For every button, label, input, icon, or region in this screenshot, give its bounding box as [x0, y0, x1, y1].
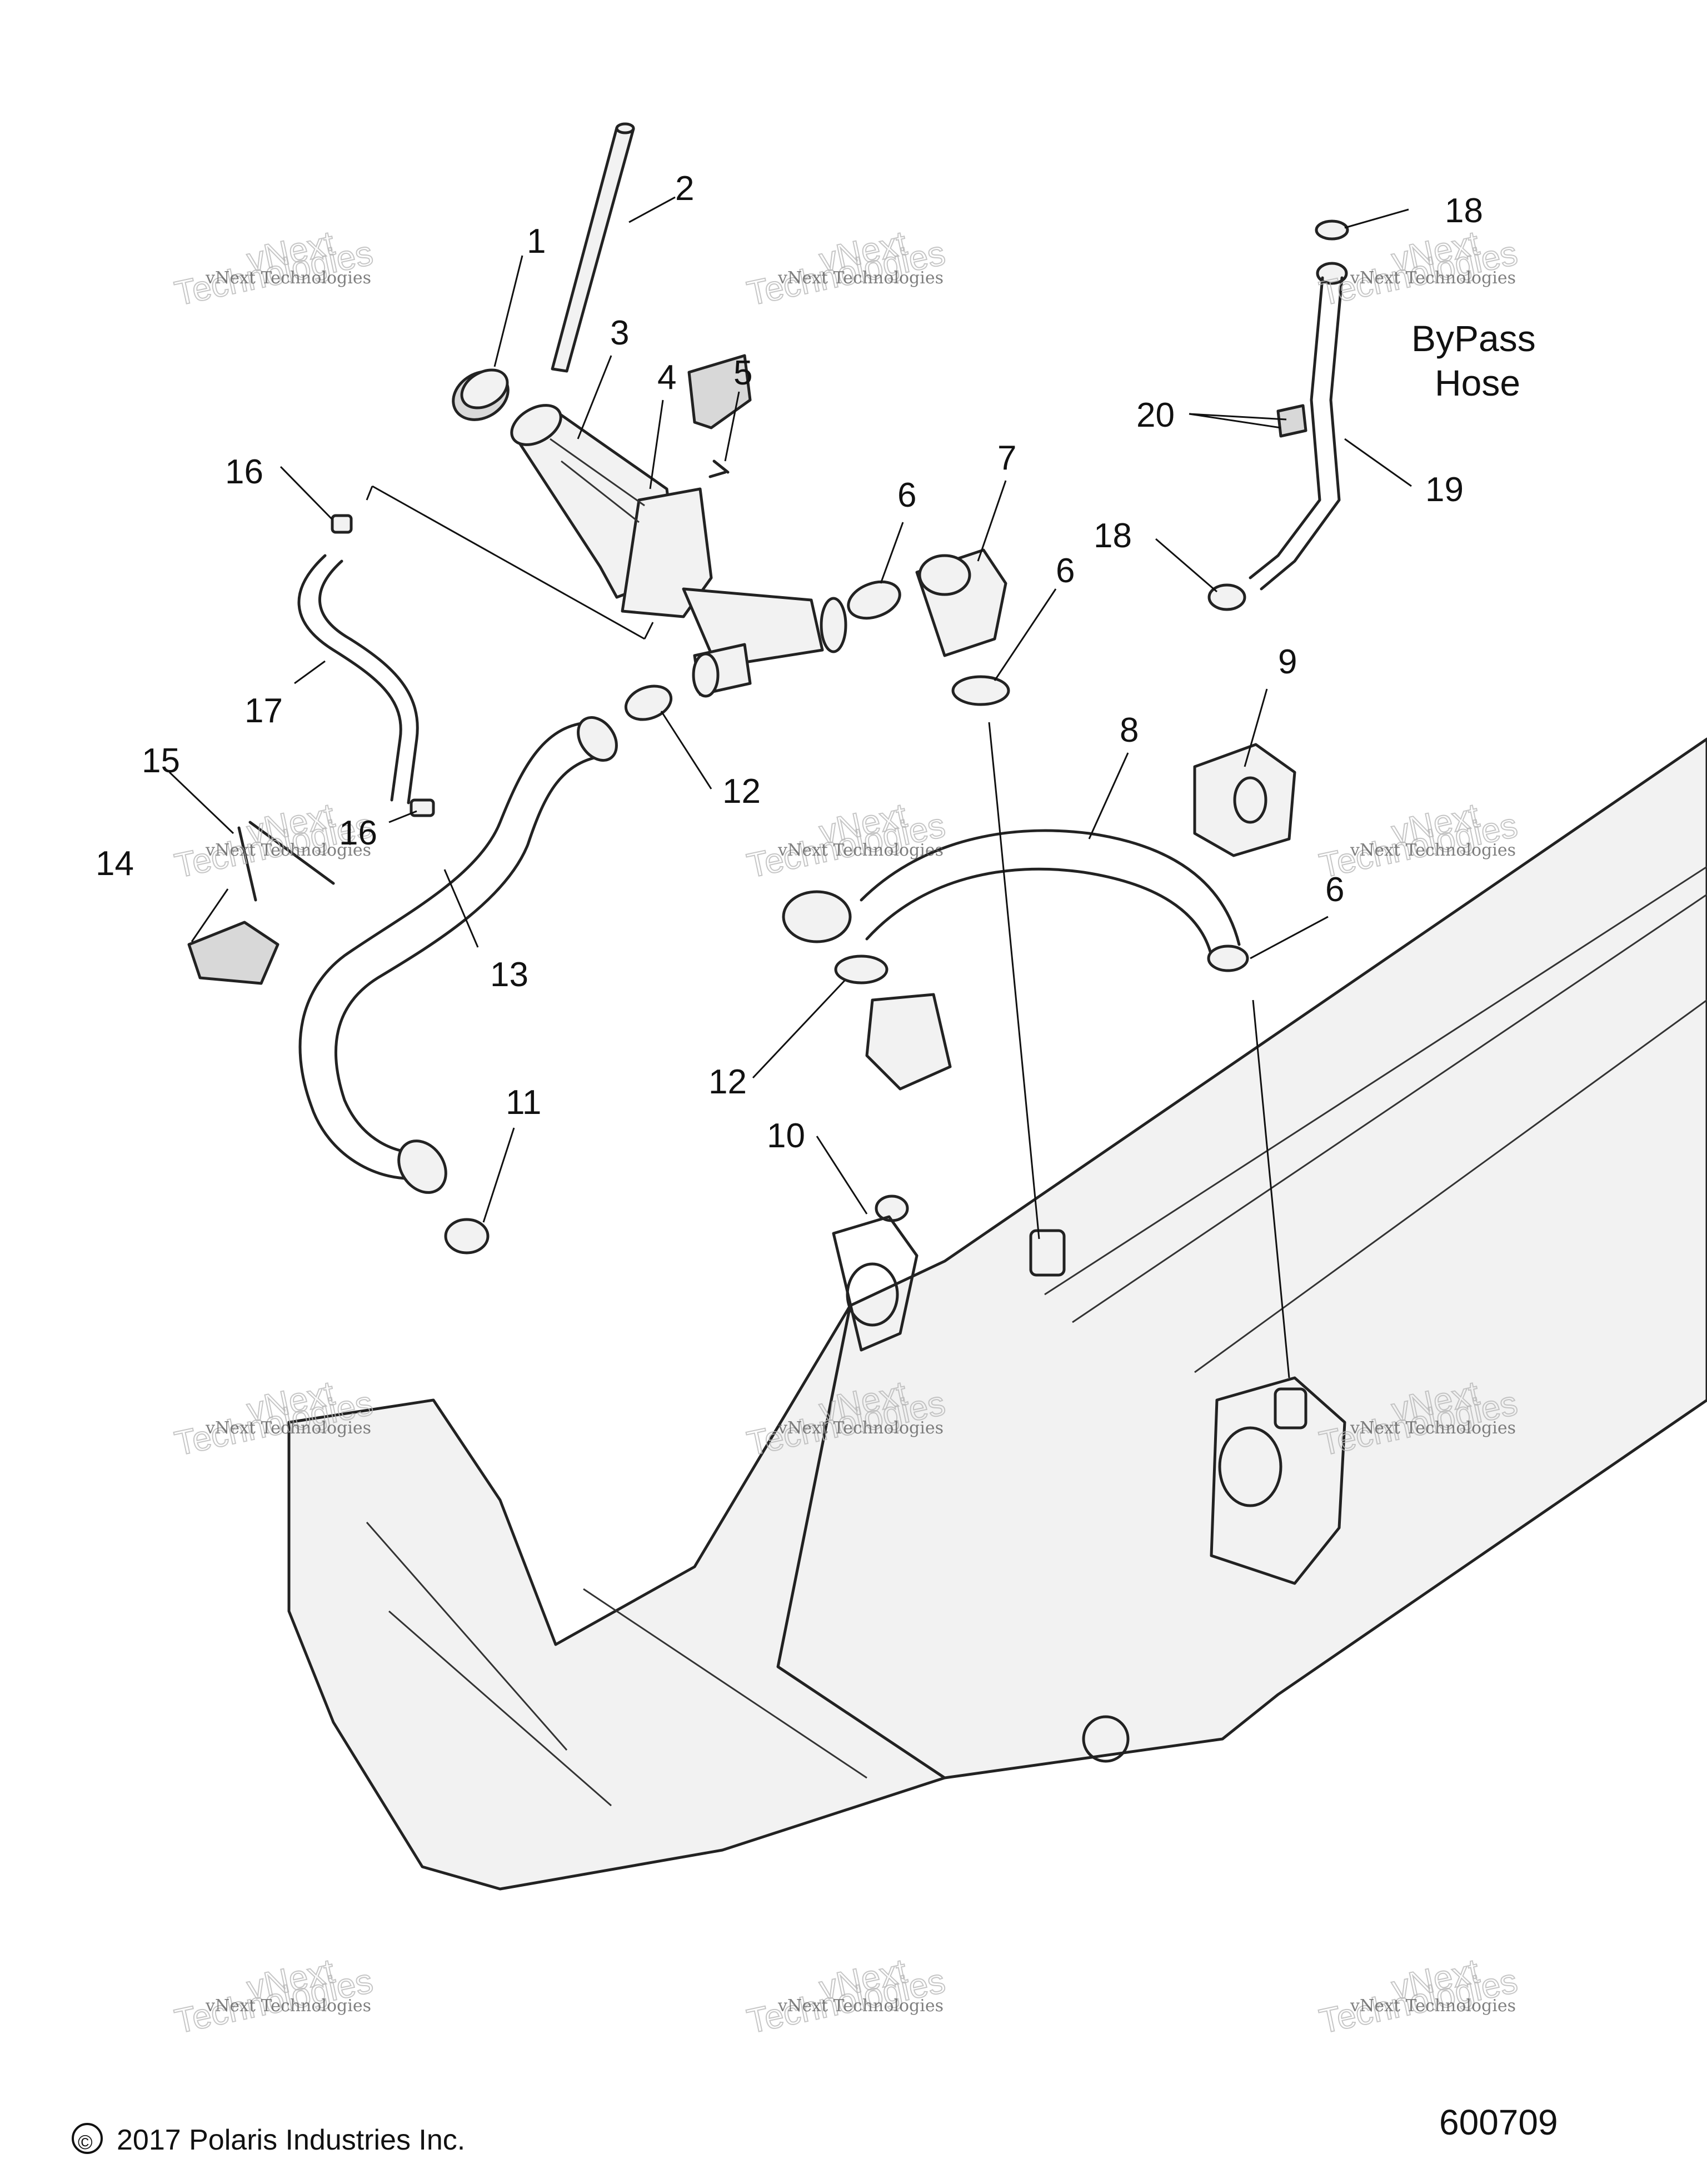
- watermark-tile: Technologies vNext vNext Technologies: [1316, 1951, 1521, 2041]
- part-clamps-and-elbow: [624, 548, 1010, 721]
- watermark-tile: Technologies vNext vNext Technologies: [171, 796, 377, 886]
- callout-19: 19: [1425, 471, 1464, 509]
- callout-1: 1: [527, 222, 546, 261]
- callout-7: 7: [997, 439, 1016, 477]
- watermark-small: vNext Technologies: [777, 1418, 944, 1438]
- part-pad-9: [1193, 743, 1296, 857]
- watermark-small: vNext Technologies: [1350, 268, 1516, 288]
- chassis-tunnel: [776, 737, 1707, 1780]
- watermark-small: vNext Technologies: [205, 841, 371, 860]
- watermark-small: vNext Technologies: [777, 268, 944, 288]
- chassis-front-frame: [287, 1215, 1130, 1891]
- callout-14: 14: [96, 844, 134, 883]
- callout-12: 12: [708, 1063, 747, 1101]
- callout-17: 17: [244, 692, 283, 730]
- watermark-small: vNext Technologies: [1350, 1996, 1516, 2016]
- document-number: 600709: [1439, 2102, 1558, 2142]
- part-thermostat-housing: [834, 954, 952, 1222]
- callout-11: 11: [506, 1083, 541, 1122]
- watermark-small: vNext Technologies: [205, 1418, 371, 1438]
- callout-5: 5: [733, 354, 752, 392]
- callout-18: 18: [1094, 517, 1132, 555]
- copyright-text: 2017 Polaris Industries Inc.: [117, 2124, 465, 2156]
- callout-10: 10: [767, 1117, 805, 1155]
- callout-20: 20: [1136, 396, 1175, 434]
- callout-6: 6: [1325, 871, 1344, 909]
- bypass-note-line1: ByPass: [1411, 318, 1536, 359]
- watermark-small: vNext Technologies: [1350, 1418, 1516, 1438]
- watermark-tile: Technologies vNext vNext Technologies: [1316, 223, 1521, 313]
- watermark-small: vNext Technologies: [205, 268, 371, 288]
- watermark-small: vNext Technologies: [777, 1996, 944, 2016]
- callout-3: 3: [610, 314, 629, 352]
- callout-8: 8: [1120, 711, 1139, 749]
- part-cap: [452, 368, 510, 421]
- leader-lines: [168, 196, 1412, 1378]
- watermark-tile: Technologies vNext vNext Technologies: [1316, 796, 1521, 886]
- callout-12: 12: [722, 772, 761, 811]
- callout-2: 2: [675, 169, 694, 208]
- bypass-note-line2: Hose: [1435, 362, 1520, 403]
- part-hose-17: [297, 554, 419, 804]
- part-hose-8: [782, 829, 1249, 972]
- watermark-tile: Technologies vNext vNext Technologies: [743, 796, 949, 886]
- part-clamp-11: [444, 1218, 490, 1255]
- watermark-small: vNext Technologies: [205, 1996, 371, 2016]
- watermark-small: vNext Technologies: [1350, 841, 1516, 860]
- part-bracket-14: [187, 821, 335, 985]
- drawing-layer: [168, 122, 1707, 1891]
- part-overflow-tube: [551, 122, 635, 373]
- callout-4: 4: [657, 358, 676, 397]
- watermark-small: vNext Technologies: [777, 841, 944, 860]
- callout-6: 6: [1056, 552, 1075, 590]
- part-sleeve: [331, 514, 435, 817]
- watermark-tile: Technologies vNext vNext Technologies: [171, 1951, 377, 2041]
- watermark-tile: Technologies vNext vNext Technologies: [743, 1951, 949, 2041]
- callout-16: 16: [225, 453, 263, 491]
- copyright-symbol: ©: [78, 2131, 93, 2153]
- copyright-ring: [72, 2123, 103, 2154]
- footer: © 2017 Polaris Industries Inc. 600709: [72, 2102, 1558, 2156]
- part-hose-13: [298, 716, 618, 1194]
- watermark-tile: Technologies vNext vNext Technologies: [171, 223, 377, 313]
- watermark-tile: Technologies vNext vNext Technologies: [743, 223, 949, 313]
- callout-labels: 1 2 3 4 5 6 6 6 7 8 9 10 11 12 12 13 14 …: [96, 169, 1536, 1155]
- callout-13: 13: [490, 956, 528, 994]
- part-coolant-bottle: [510, 354, 847, 698]
- callout-6: 6: [897, 476, 916, 514]
- part-bypass-hose: [1207, 219, 1349, 611]
- callout-18: 18: [1445, 192, 1483, 230]
- callout-16: 16: [339, 814, 377, 852]
- part-screw: [708, 459, 730, 478]
- callout-9: 9: [1278, 643, 1297, 681]
- callout-15: 15: [142, 742, 180, 780]
